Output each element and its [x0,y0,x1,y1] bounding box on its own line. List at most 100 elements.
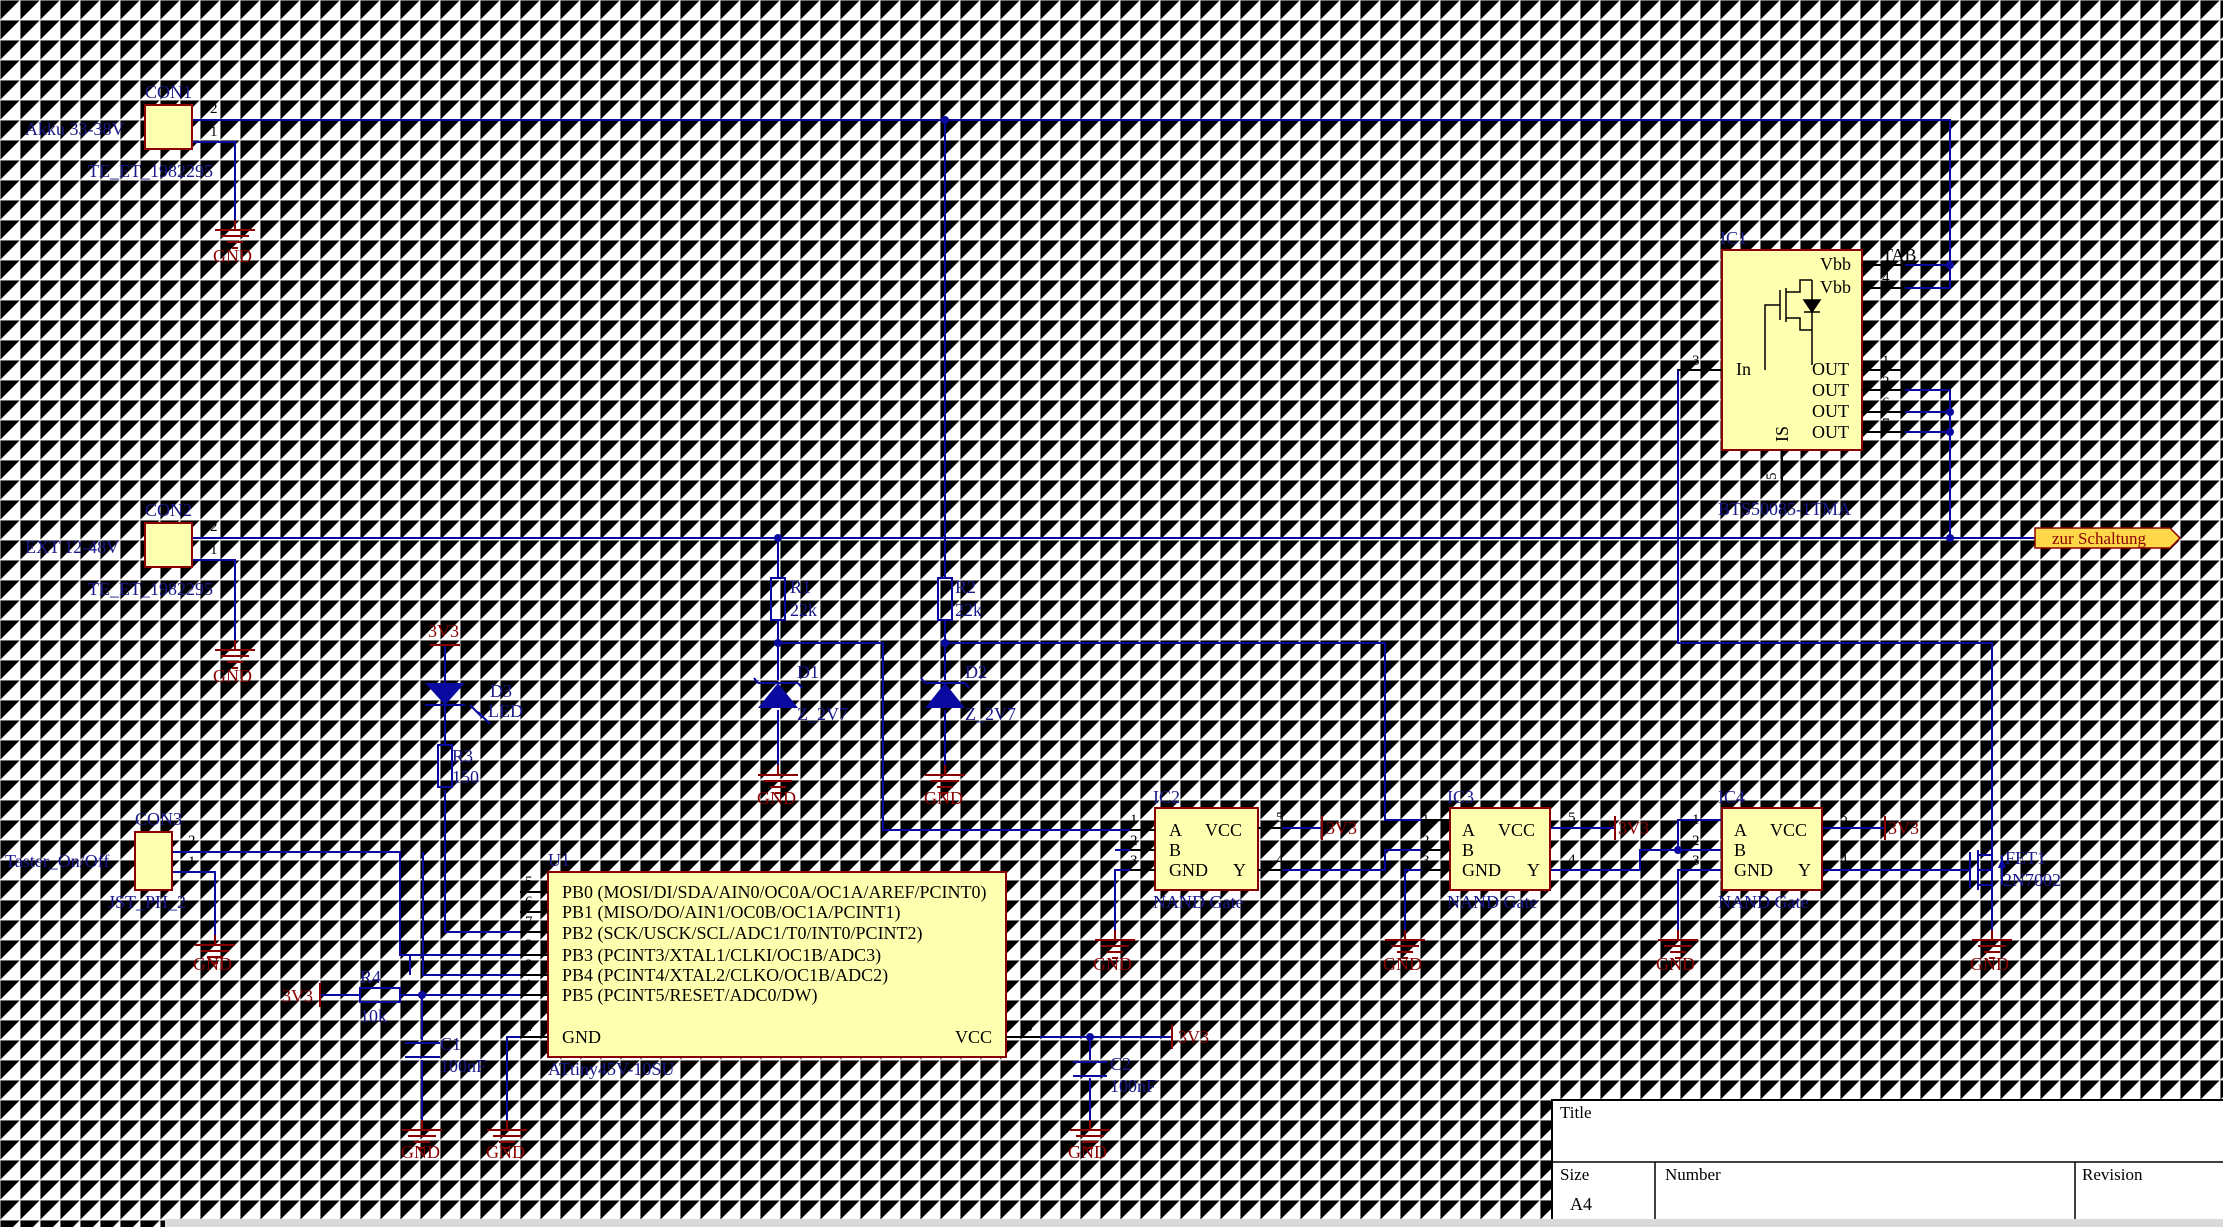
ic4-pin-a: A [1734,820,1747,840]
con2-pin1: 1 [210,542,218,558]
d1-designator: D1 [797,662,819,682]
ic4-pinno-5: 5 [1840,810,1848,826]
horizontal-scrollbar[interactable] [165,1219,2223,1227]
d1: D1 Z_2V7 GND [753,662,848,808]
u1-pinno-6: 6 [525,894,533,910]
con1-pin1: 1 [210,124,218,140]
ic3-pinno-5: 5 [1568,810,1576,826]
c2: 3V3 C2 100nF GND [1068,1025,1209,1162]
ic1-pin-vbb1: Vbb [1820,254,1851,274]
ic1-pinno-3: 3 [1692,353,1700,369]
u1-pin-pb2: PB2 (SCK/USCK/SCL/ADC1/T0/INT0/PCINT2) [562,923,923,944]
size-value: A4 [1570,1194,1592,1214]
ic4-pinno-2: 2 [1692,833,1700,849]
u1-pin-pb3: PB3 (PCINT3/XTAL1/CLKI/OC1B/ADC3) [562,945,881,966]
ic1-pinno-1: 1 [1882,353,1890,369]
ic2-pinno-2: 2 [1130,833,1138,849]
con3-net-label: Taster_On/Off [5,851,109,871]
u1-pinno-3: 3 [525,957,533,973]
ic1-part: BTS50085-1TMA [1718,499,1851,519]
u1-pinno-4: 4 [525,1019,533,1035]
con3-pin2: 2 [188,833,196,849]
port-label: zur Schaltung [2052,529,2146,548]
r4-value: 10k [360,1006,387,1026]
c2-gnd-label: GND [1068,1142,1107,1162]
fet1-designator: FET1 [2005,848,2046,868]
u1-pin-pb1: PB1 (MISO/DO/AIN1/OC0B/OC1A/PCINT1) [562,902,901,923]
fet1-gnd-label: GND [1970,954,2009,974]
ic4-gnd-label: GND [1656,954,1695,974]
ic4-pin-b: B [1734,840,1746,860]
u1-pin-gnd: GND [562,1027,601,1047]
ic1-pinno-7: 7 [1882,416,1890,432]
c1-gnd-label: GND [401,1142,440,1162]
ic4-part: NAND Gate [1718,892,1808,912]
ic3-part: NAND Gate [1447,892,1537,912]
ic3-3v3-label: 3V3 [1618,818,1649,838]
ic4: IC4 NAND Gate A B GND VCC Y 1 2 3 5 4 3V… [1656,787,1919,974]
r1-designator: R1 [790,577,811,597]
ic1-pinno-6: 6 [1882,395,1890,411]
r3: R3 150 [437,744,479,788]
ic1-pinno-2: 2 [1882,374,1890,390]
r1: R1 22k [770,577,817,621]
ic3-pinno-3: 3 [1422,853,1430,869]
ic3: IC3 NAND Gate A B GND VCC Y 1 2 3 5 4 3V… [1383,787,1649,974]
con1-gnd-label: GND [213,246,252,266]
port-zur-schaltung: zur Schaltung [2034,527,2182,549]
d1-value: Z_2V7 [797,704,848,724]
ic4-pin-vcc: VCC [1770,820,1807,840]
c2-value: 100nF [1110,1076,1156,1096]
title-label: Title [1560,1103,1592,1122]
con1-designator: CON1 [145,82,192,102]
ic3-pin-b: B [1462,840,1474,860]
ic1-pin-out3: OUT [1812,401,1849,421]
ic1-pin-out2: OUT [1812,380,1849,400]
ic2-pin-b: B [1169,840,1181,860]
r4-designator: R4 [360,967,381,987]
con2-designator: CON2 [145,500,192,520]
ic3-pin-vcc: VCC [1498,820,1535,840]
con1-net-label: Akku 33-38V [25,119,125,139]
con3-designator: CON3 [135,809,182,829]
u1-vcc-3v3-label: 3V3 [1178,1027,1209,1047]
ic2-designator: IC2 [1153,787,1180,807]
d3: 3V3 D3 LED [425,621,523,725]
con2-part: TE_ET_1982295 [88,579,213,599]
ic4-pinno-3: 3 [1692,853,1700,869]
d2-value: Z_2V7 [965,704,1016,724]
ic1-pin-vbb2: Vbb [1820,277,1851,297]
ic2-pin-gnd: GND [1169,860,1208,880]
con2-pin2: 2 [210,519,218,535]
d3-3v3-label: 3V3 [428,621,459,641]
r4-3v3-label: 3V3 [282,986,313,1006]
con1: CON1 Akku 33-38V TE_ET_1982295 2 1 GND [25,82,256,266]
ic2-part: NAND Gate [1153,892,1243,912]
d3-value: LED [488,701,523,721]
con2-gnd-label: GND [213,666,252,686]
ic4-pin-gnd: GND [1734,860,1773,880]
ic4-pinno-4: 4 [1840,852,1848,868]
ic1-pinno-4: 4 [1882,270,1890,286]
r3-designator: R3 [452,746,473,766]
u1-pinno-1: 1 [525,977,533,993]
ic2-pinno-3: 3 [1130,853,1138,869]
ic3-pin-gnd: GND [1462,860,1501,880]
d2-gnd-label: GND [924,788,963,808]
ic3-pinno-2: 2 [1422,833,1430,849]
c1: C1 100nF GND [401,1034,486,1162]
u1-pinno-8: 8 [1025,1019,1033,1035]
d2-designator: D2 [965,662,987,682]
u1-pin-pb5: PB5 (PCINT5/RESET/ADC0/DW) [562,985,818,1006]
c1-designator: C1 [440,1034,461,1054]
r4: 3V3 R4 10k [282,967,401,1026]
ic2-pinno-5: 5 [1276,810,1284,826]
ic1-pin-is: IS [1772,426,1792,442]
ic3-pinno-4: 4 [1568,852,1576,868]
fet1: FET1 2N7002 GND [1969,840,2061,974]
con3-gnd-label: GND [193,954,232,974]
ic1-pin-out4: OUT [1812,422,1849,442]
ic1-pin-tab: TAB [1882,245,1917,265]
ic3-pin-y: Y [1527,860,1540,880]
